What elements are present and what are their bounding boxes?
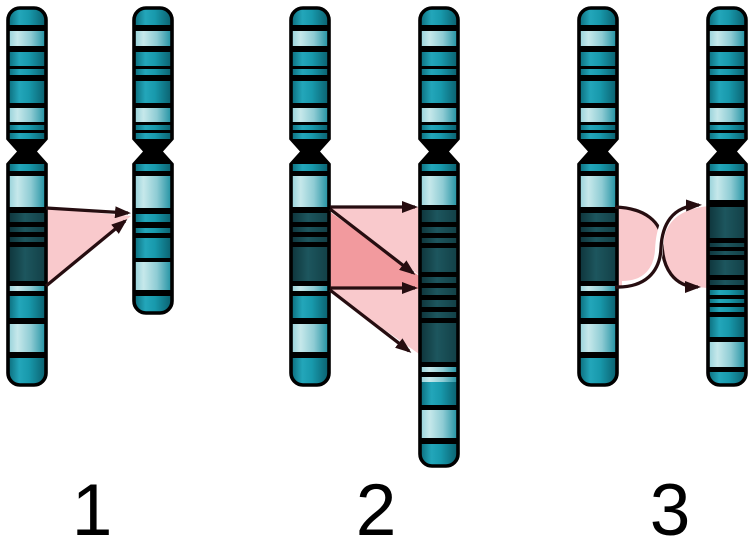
chromosome-2-recipient: [417, 6, 461, 468]
chromosome-3-right: [705, 6, 749, 387]
panel-label-3: 3: [649, 470, 691, 544]
panel-label-1: 1: [71, 470, 113, 544]
panel-label-2: 2: [355, 470, 397, 544]
chromosome-1-recipient: [131, 6, 175, 315]
chromosome-1-donor: [5, 6, 49, 387]
panel-2-multiple-insertions-arrows: [328, 201, 418, 353]
panel-1-single-insertion-arrows: [44, 206, 131, 288]
chromosome-3-left: [576, 6, 620, 387]
panel-3-reciprocal-exchange-curves: [614, 199, 702, 293]
chromosome-2-donor: [288, 6, 332, 387]
